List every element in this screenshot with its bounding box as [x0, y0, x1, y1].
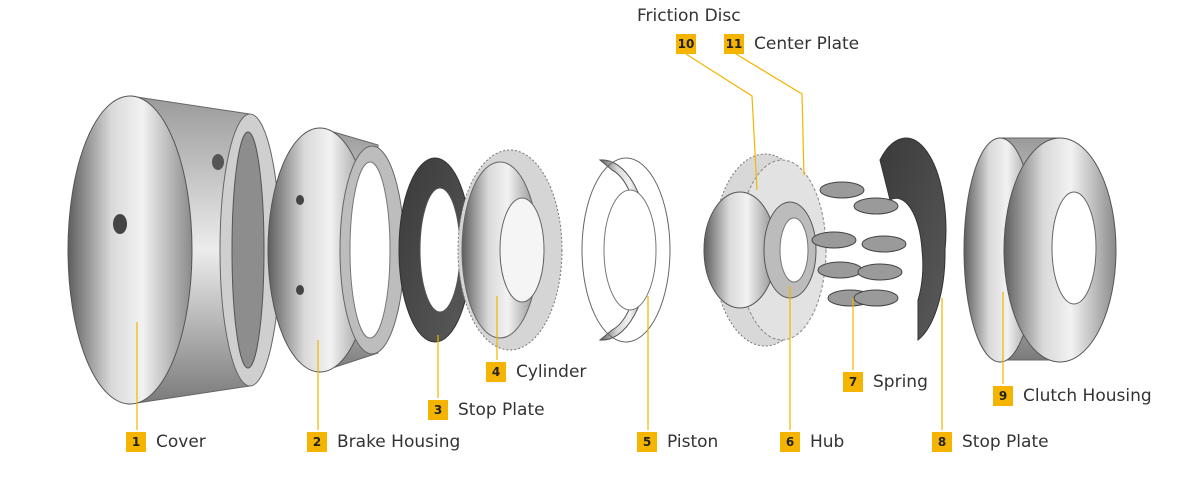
- callout-label: Piston: [667, 432, 719, 452]
- callout-number: 6: [780, 432, 800, 452]
- callout-stop-plate-8: 8 Stop Plate: [932, 430, 1049, 454]
- callout-label: Hub: [810, 432, 845, 452]
- hub-part: [703, 191, 817, 309]
- leader-11: [735, 53, 805, 176]
- callout-label: Brake Housing: [337, 432, 461, 452]
- spring-part: [811, 181, 907, 307]
- leader-lines: [136, 53, 1004, 430]
- callout-piston: 5 Piston: [637, 430, 718, 454]
- cylinder-part: [457, 149, 563, 351]
- callout-number: 8: [932, 432, 952, 452]
- callout-label: Spring: [873, 372, 928, 392]
- callout-brake-housing: 2 Brake Housing: [307, 430, 460, 454]
- callout-cylinder: 4 Cylinder: [486, 360, 586, 384]
- callout-number: 3: [428, 400, 448, 420]
- callout-center-plate: 11 Center Plate: [724, 32, 859, 56]
- callout-clutch-housing: 9 Clutch Housing: [993, 384, 1152, 408]
- clutch-housing-part: [963, 137, 1117, 363]
- stop-plate-8-part: [879, 137, 947, 342]
- friction-disc-label: Friction Disc: [637, 6, 741, 26]
- piston-part: [581, 157, 671, 343]
- callout-number: 1: [126, 432, 146, 452]
- callout-number: 9: [993, 386, 1013, 406]
- callout-label: Cylinder: [516, 362, 587, 382]
- callout-label: Stop Plate: [962, 432, 1049, 452]
- cover-part: [67, 95, 281, 405]
- callout-label: Center Plate: [754, 34, 860, 54]
- callout-number: 11: [724, 34, 744, 54]
- callout-number: 2: [307, 432, 327, 452]
- brake-housing-part: [267, 127, 405, 373]
- callout-cover: 1 Cover: [126, 430, 206, 454]
- callout-spring: 7 Spring: [843, 370, 928, 394]
- callout-number: 10: [676, 34, 696, 54]
- callout-number: 7: [843, 372, 863, 392]
- callout-number: 4: [486, 362, 506, 382]
- callout-friction-disc: 10: [676, 32, 696, 56]
- stop-plate-3-part: [398, 157, 472, 343]
- callout-label: Stop Plate: [458, 400, 545, 420]
- callout-label: Clutch Housing: [1023, 386, 1152, 406]
- callout-number: 5: [637, 432, 657, 452]
- leader-10: [685, 53, 758, 191]
- callout-label: Cover: [156, 432, 206, 452]
- callout-hub: 6 Hub: [780, 430, 844, 454]
- callout-stop-plate-3: 3 Stop Plate: [428, 398, 545, 422]
